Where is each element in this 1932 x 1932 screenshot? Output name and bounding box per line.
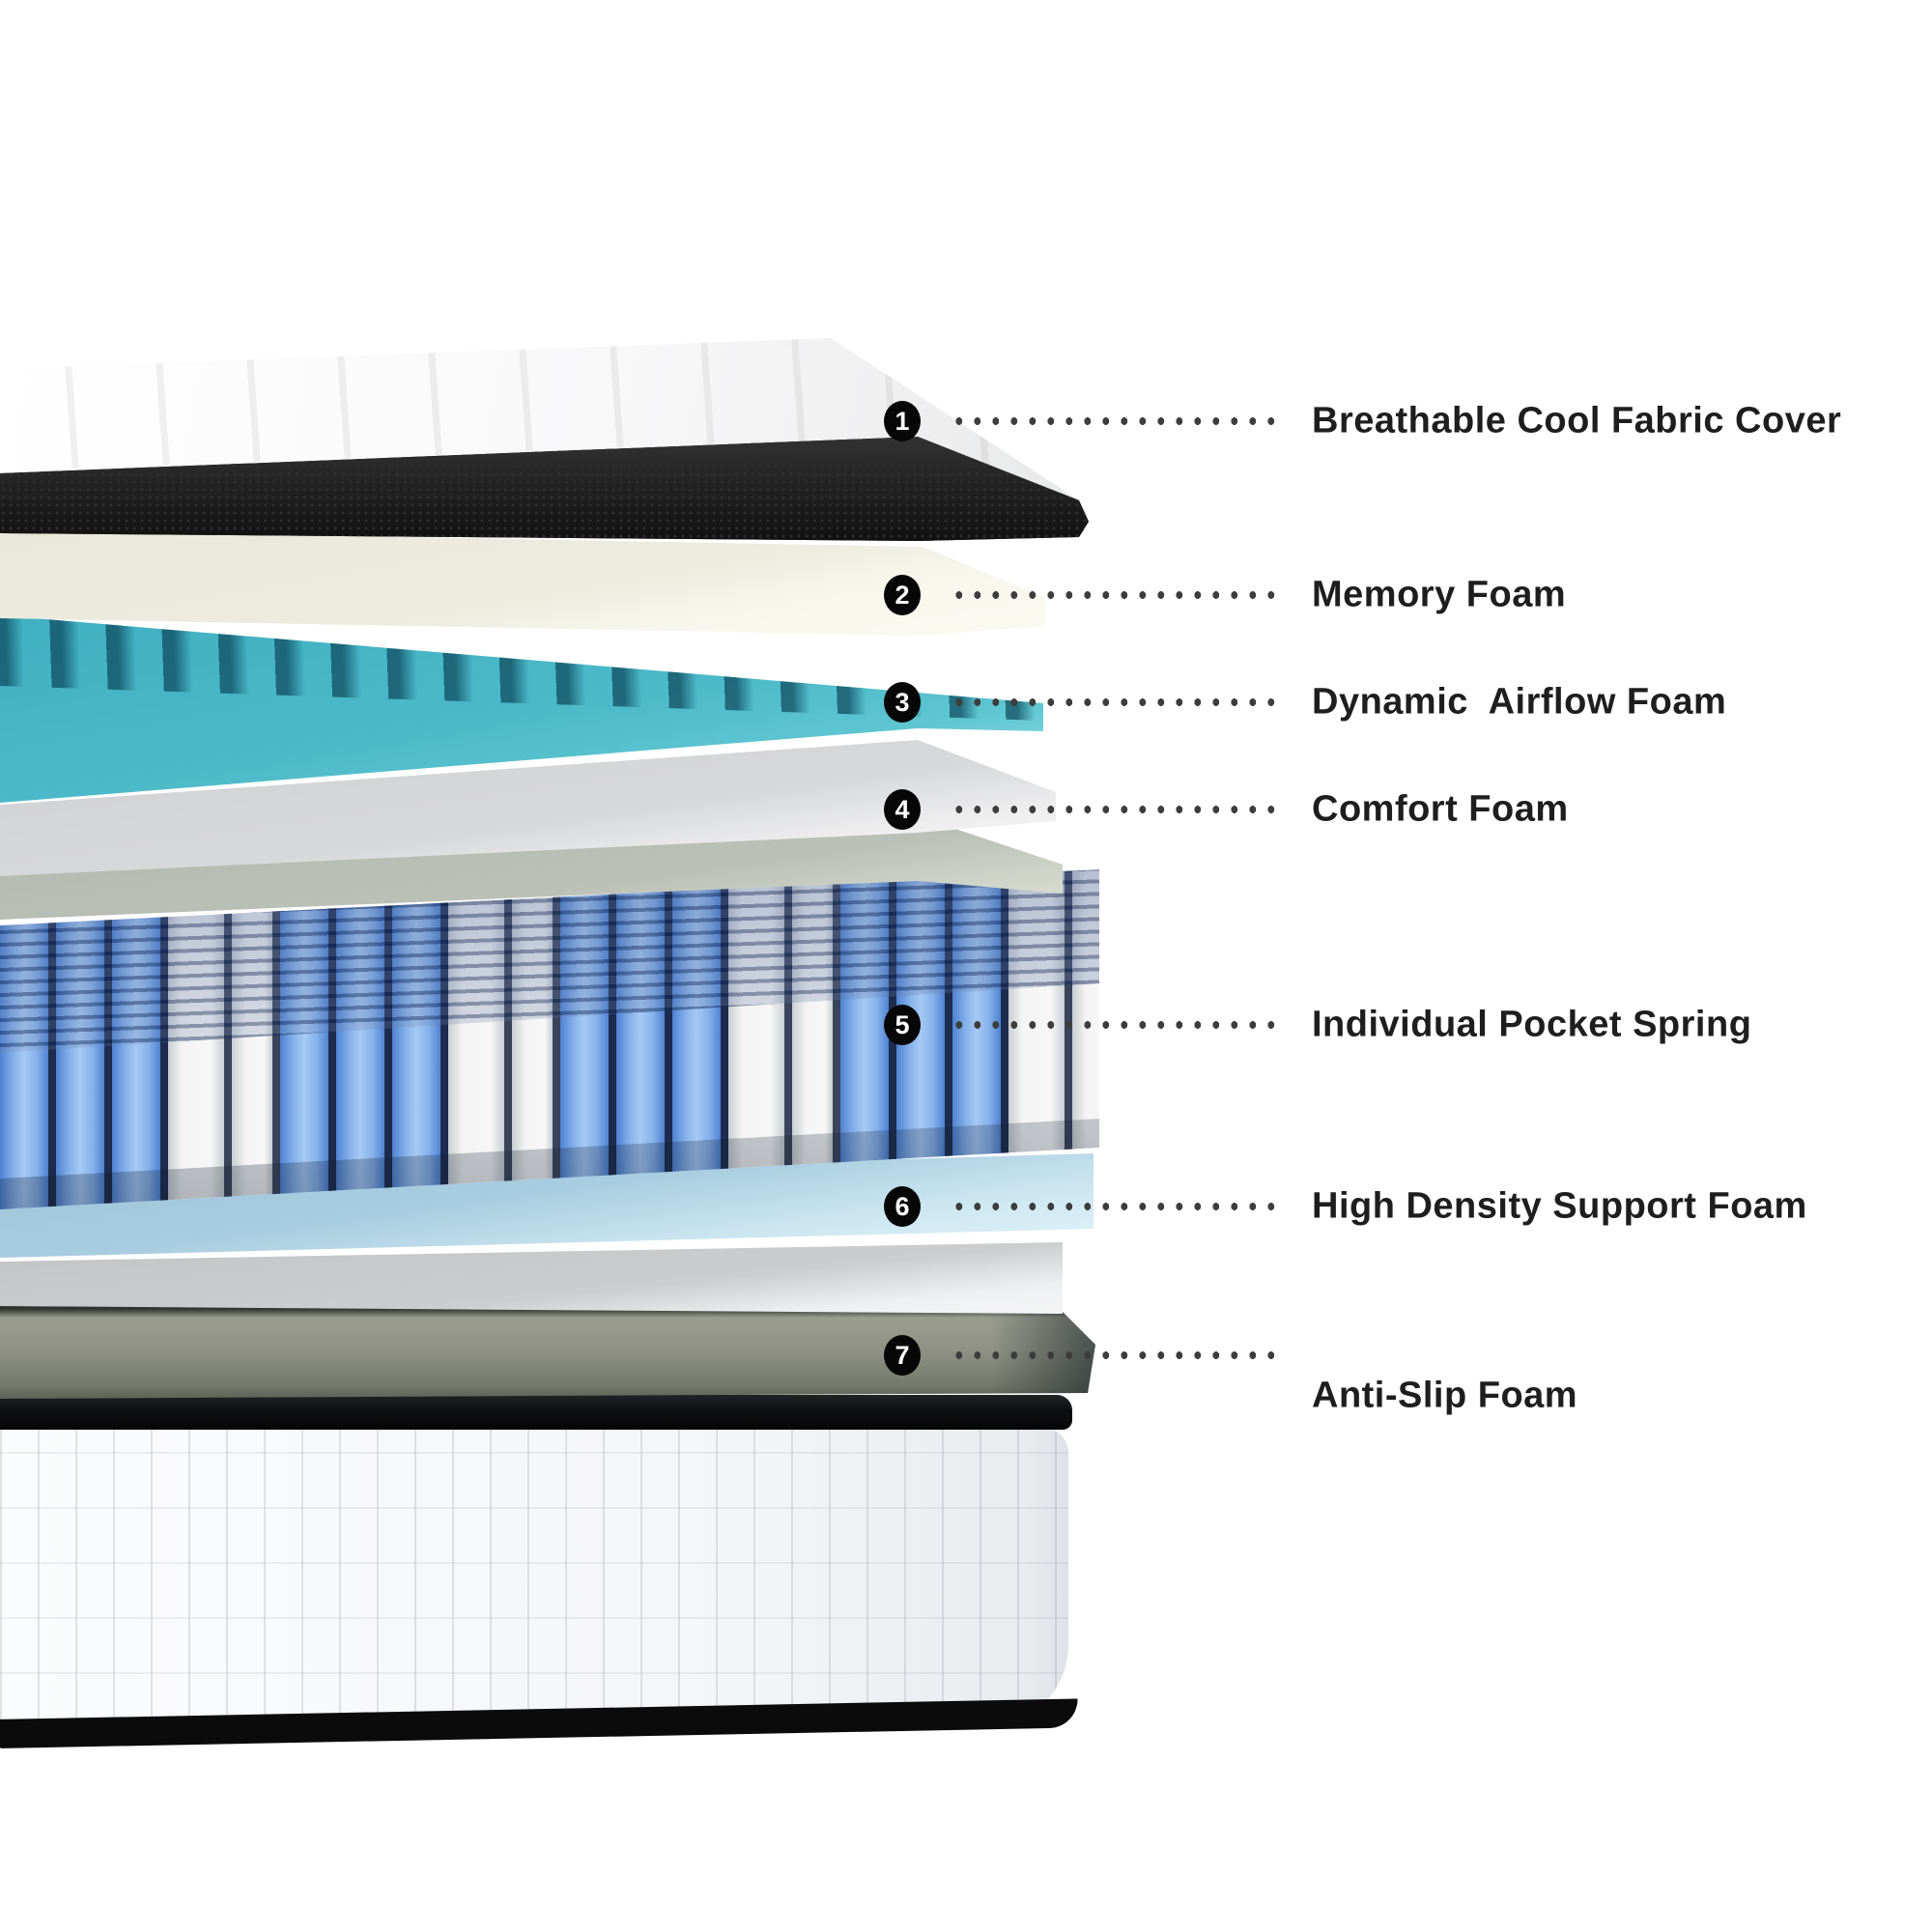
dotted-leader-line-3	[954, 697, 1286, 707]
layer-number-badge-2: 2	[884, 575, 921, 615]
anti-slip-foam-sheet	[0, 1306, 1095, 1399]
dotted-leader-line-4	[954, 805, 1286, 814]
layer-number-badge-7: 7	[884, 1335, 921, 1376]
dotted-leader-line-1	[954, 416, 1286, 426]
layer-number-badge-5: 5	[884, 1005, 921, 1045]
layer-number-badge-6: 6	[884, 1186, 921, 1227]
layer-label-5: Individual Pocket Spring	[1312, 1004, 1752, 1045]
foundation-base-box	[0, 1428, 1068, 1729]
layer-number-7: 7	[895, 1340, 910, 1370]
layer-number-4: 4	[895, 794, 910, 824]
layer-label-2: Memory Foam	[1312, 574, 1567, 615]
layer-label-4: Comfort Foam	[1312, 788, 1569, 830]
memory-foam-sheet	[0, 529, 1045, 636]
layer-number-badge-1: 1	[884, 401, 921, 441]
pocket-spring-unit	[0, 869, 1099, 1209]
layer-label-1: Breathable Cool Fabric Cover	[1312, 400, 1842, 441]
layer-number-6: 6	[895, 1191, 910, 1221]
layer-number-1: 1	[895, 406, 910, 436]
dotted-leader-line-7	[954, 1350, 1286, 1360]
layer-number-2: 2	[895, 580, 910, 610]
dotted-leader-line-2	[954, 590, 1286, 600]
layer-number-3: 3	[895, 687, 910, 717]
layer-label-3: Dynamic Airflow Foam	[1312, 681, 1727, 723]
dotted-leader-line-5	[954, 1020, 1286, 1030]
layer-label-6: High Density Support Foam	[1312, 1185, 1807, 1227]
layer-number-5: 5	[895, 1009, 910, 1039]
layer-number-badge-4: 4	[884, 789, 921, 830]
layer-label-7: Anti-Slip Foam	[1312, 1375, 1578, 1416]
layer-number-badge-3: 3	[884, 682, 921, 723]
foundation-top-band	[0, 1395, 1072, 1430]
dotted-leader-line-6	[954, 1202, 1286, 1211]
